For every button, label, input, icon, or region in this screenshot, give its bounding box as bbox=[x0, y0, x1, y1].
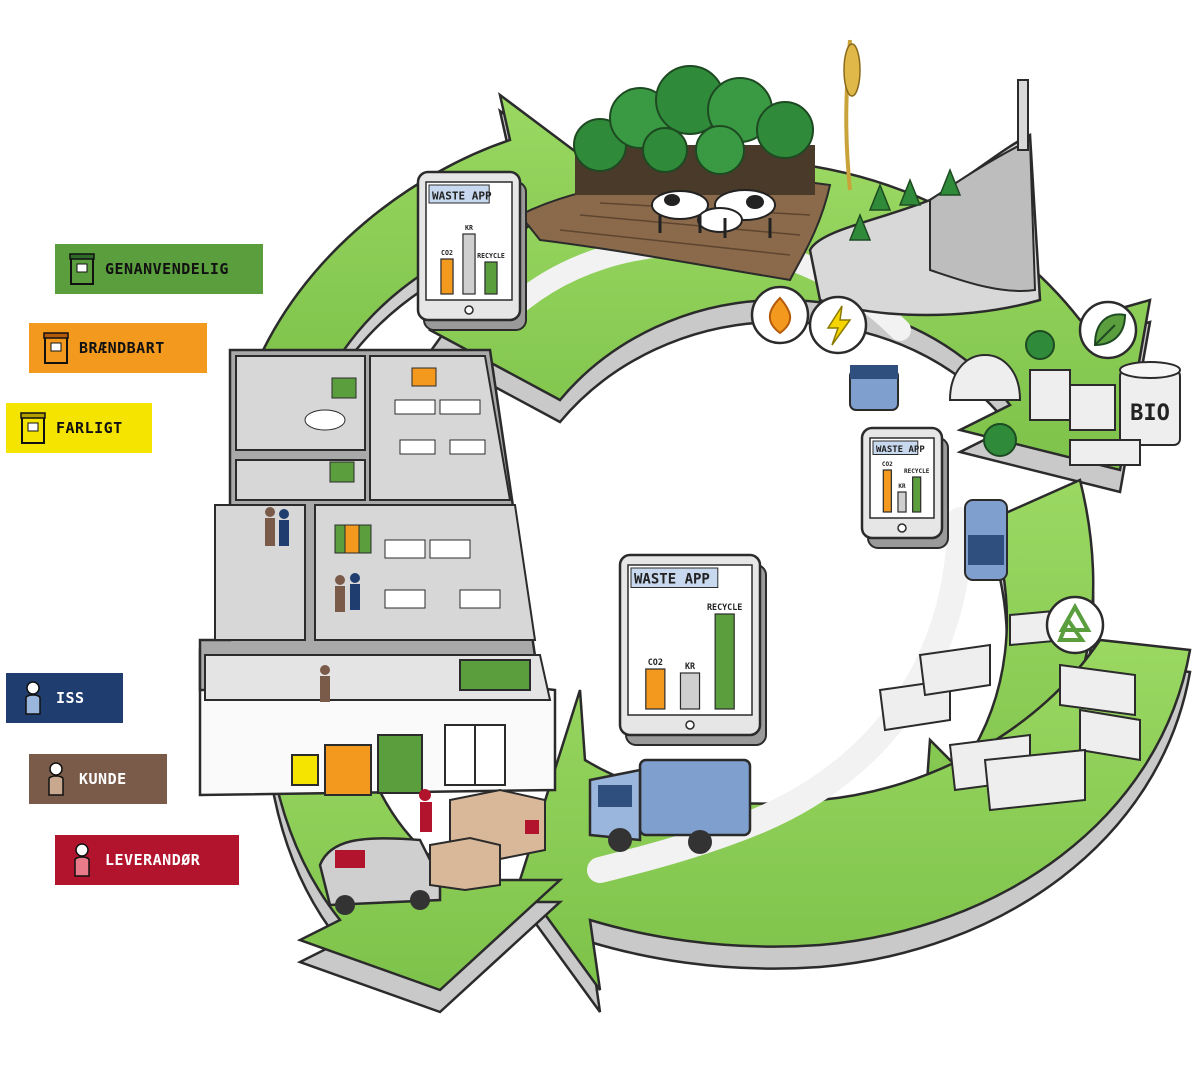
app-bar-label: RECYCLE bbox=[477, 252, 505, 260]
legend-kunde-label: KUNDE bbox=[79, 770, 127, 788]
app-title-bg bbox=[630, 567, 719, 588]
app-bar-label: CO2 bbox=[441, 249, 453, 257]
energy-plant bbox=[808, 79, 1042, 317]
bio-tanks: BIO bbox=[948, 330, 1181, 466]
delivery-van bbox=[318, 837, 442, 915]
leaf-badge bbox=[1078, 300, 1138, 360]
legend-kunde: KUNDE bbox=[29, 754, 167, 804]
app-bar-kr bbox=[462, 233, 476, 295]
app-bar-co2 bbox=[440, 258, 454, 295]
legend-farligt: FARLIGT bbox=[6, 403, 152, 453]
app-title: WASTE APP bbox=[876, 445, 925, 455]
truck-middle bbox=[964, 499, 1008, 581]
truck-top bbox=[849, 365, 899, 411]
app-bar-kr bbox=[679, 672, 701, 710]
app-bar-co2 bbox=[645, 668, 666, 710]
legend-leverandor-label: LEVERANDØR bbox=[105, 851, 201, 869]
app-title: WASTE APP bbox=[432, 189, 492, 202]
waste-app-tablet-1: WASTE APP CO2 KR RECYCLE bbox=[416, 170, 527, 331]
legend-genanvendelig-label: GENANVENDELIG bbox=[105, 260, 229, 278]
waste-app-tablet-3: WASTE APP CO2 KR RECYCLE bbox=[618, 553, 767, 746]
hazardous-bin-icon bbox=[18, 410, 48, 446]
app-bar-label: RECYCLE bbox=[904, 468, 930, 475]
lightning-badge bbox=[808, 295, 868, 355]
legend-braendbart: BRÆNDBART bbox=[29, 323, 207, 373]
legend-braendbart-label: BRÆNDBART bbox=[79, 339, 165, 357]
app-bar-recycle bbox=[714, 613, 735, 710]
cows bbox=[651, 189, 776, 238]
recycle-badge bbox=[1045, 595, 1105, 655]
tablet-home-button bbox=[685, 720, 695, 730]
app-bar-co2 bbox=[882, 469, 892, 513]
recycling-containers bbox=[878, 608, 1141, 812]
legend-leverandor: LEVERANDØR bbox=[55, 835, 239, 885]
forest bbox=[573, 65, 815, 195]
fire-badge bbox=[750, 285, 810, 345]
cardboard-boxes bbox=[429, 788, 546, 892]
recycling-bin-icon bbox=[67, 251, 97, 287]
legend-iss-label: ISS bbox=[56, 689, 85, 707]
app-bar-recycle bbox=[484, 261, 498, 295]
legend-iss: ISS bbox=[6, 673, 123, 723]
office-building bbox=[198, 348, 557, 832]
app-bar-label: KR bbox=[685, 661, 696, 671]
garbage-truck bbox=[588, 758, 752, 854]
tablet-home-button bbox=[897, 523, 907, 533]
app-bar-recycle bbox=[912, 476, 922, 513]
legend-genanvendelig: GENANVENDELIG bbox=[55, 244, 263, 294]
burnable-bin-icon bbox=[41, 330, 71, 366]
leaf-icon bbox=[1093, 313, 1127, 347]
app-bar-kr bbox=[897, 491, 907, 513]
app-title-bg bbox=[428, 184, 490, 204]
customer-person-icon bbox=[41, 761, 71, 797]
fire-icon bbox=[768, 296, 792, 335]
app-title-bg bbox=[872, 440, 919, 455]
app-bar-label: CO2 bbox=[648, 657, 663, 667]
app-title: WASTE APP bbox=[634, 572, 710, 588]
wheat-stalk-icon bbox=[843, 39, 861, 191]
app-bar-label: CO2 bbox=[882, 461, 893, 468]
app-bar-label: RECYCLE bbox=[707, 602, 742, 612]
app-bar-label: KR bbox=[465, 224, 473, 232]
legend-farligt-label: FARLIGT bbox=[56, 419, 123, 437]
tablet-home-button bbox=[464, 305, 474, 315]
lightning-icon bbox=[826, 305, 852, 346]
app-bar-label: KR bbox=[898, 483, 906, 490]
supplier-person-icon bbox=[67, 842, 97, 878]
recycle-icon bbox=[1057, 602, 1092, 642]
bio-tank-label: BIO bbox=[1130, 401, 1170, 426]
iss-person-icon bbox=[18, 680, 48, 716]
